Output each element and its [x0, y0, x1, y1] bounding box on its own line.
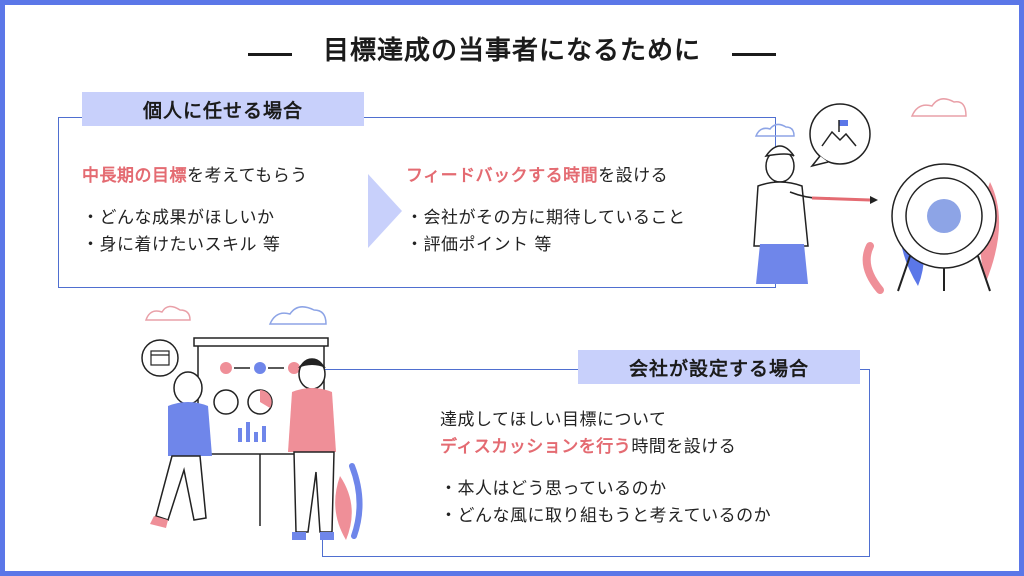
individual-left-heading: 中長期の目標を考えてもらう — [82, 161, 308, 186]
company-section-tag: 会社が設定する場合 — [578, 350, 860, 384]
title-left-rule — [247, 53, 292, 56]
chevron-right-icon — [368, 174, 402, 248]
individual-left-heading-rest: を考えてもらう — [187, 166, 308, 186]
company-section-box — [322, 369, 870, 557]
individual-left-heading-highlight: 中長期の目標 — [82, 166, 187, 186]
title-area: 目標達成の当事者になるために — [0, 30, 1024, 67]
company-item: ・どんな風に取り組もうと考えているのか — [440, 506, 772, 526]
company-line2-highlight: ディスカッションを行う — [440, 437, 632, 457]
individual-right-heading-highlight: フィードバックする時間 — [406, 166, 599, 186]
company-item: ・本人はどう思っているのか — [440, 479, 667, 499]
individual-right-heading: フィードバックする時間を設ける — [406, 161, 668, 186]
individual-right-heading-rest: を設ける — [598, 166, 669, 186]
company-line2: ディスカッションを行う時間を設ける — [440, 432, 736, 457]
company-line1: 達成してほしい目標について — [440, 410, 667, 430]
target-archery-illustration — [753, 98, 1000, 294]
individual-left-item: ・身に着けたいスキル 等 — [82, 235, 281, 255]
individual-right-item: ・評価ポイント 等 — [406, 235, 552, 255]
page-title: 目標達成の当事者になるために — [322, 36, 701, 66]
individual-section-tag: 個人に任せる場合 — [82, 92, 364, 126]
company-line2-rest: 時間を設ける — [631, 437, 737, 457]
individual-left-item: ・どんな成果がほしいか — [82, 208, 275, 228]
individual-right-item: ・会社がその方に期待していること — [406, 208, 686, 228]
presentation-meeting-illustration — [141, 305, 363, 540]
title-right-rule — [732, 53, 777, 56]
